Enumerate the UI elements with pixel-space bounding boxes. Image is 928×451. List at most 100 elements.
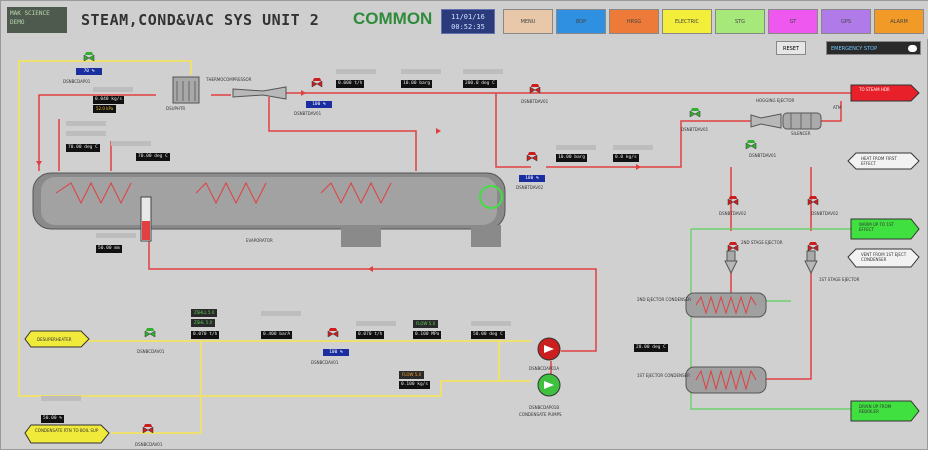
offpage-warmup-first-effect[interactable]: WARM UP TO 1ST EFFECT xyxy=(859,222,894,232)
tag-placeholder xyxy=(336,69,376,74)
silencer-label: SILENCER xyxy=(791,131,811,136)
valve-bottom-tag: DSNBCDAV01 xyxy=(135,442,163,447)
desuper-flow-reading: 0.040 kg/s xyxy=(93,96,125,104)
cond-flow2-reading: 0.070 t/h xyxy=(356,331,385,339)
condensate-return-lines xyxy=(18,60,531,434)
brand-logo: MAK SCIENCE DEMO xyxy=(7,7,67,33)
emergency-stop-button[interactable]: EMERGENCY STOP xyxy=(826,41,921,55)
valve-thermo-percent: 100 % xyxy=(306,101,332,108)
hogging-ejector-label: HOGGING EJECTOR xyxy=(756,98,795,103)
tag-placeholder xyxy=(356,321,396,326)
brand-line1: MAK SCIENCE xyxy=(10,10,50,17)
tag-placeholder xyxy=(111,141,151,146)
offpage-drain-to-sump[interactable]: DRAIN UP FROM REBOILER xyxy=(859,404,892,414)
evaporator-label: EVAPORATOR xyxy=(246,238,273,243)
desuperheater-label: DSUPHTR xyxy=(166,106,186,111)
desuperheater xyxy=(172,76,200,104)
valve-mid-tag: DSNBTDAV02 xyxy=(516,185,544,190)
flag-low1: ZSHLL 5.0 xyxy=(191,309,218,317)
valve-top-left-icon[interactable] xyxy=(83,49,95,62)
pump-b-tag: DSNBCDAP01B xyxy=(529,405,560,410)
header-bar: MAK SCIENCE DEMO STEAM,COND&VAC SYS UNIT… xyxy=(1,1,928,39)
common-label: COMMON xyxy=(353,9,433,28)
reset-button[interactable]: RESET xyxy=(776,41,806,55)
thermocompressor xyxy=(232,86,287,100)
tag-placeholder xyxy=(463,69,503,74)
first-ejector-condenser-label: 1ST EJECTOR CONDENSER xyxy=(637,373,690,378)
tag-placeholder xyxy=(556,145,596,150)
offpage-to-steam-header[interactable]: TO STEAM HDR xyxy=(859,87,890,92)
pump-flow-reading: 0.100 kg/s xyxy=(399,381,431,389)
page-title: STEAM,COND&VAC SYS UNIT 2 xyxy=(81,11,320,29)
cooling-water-lines xyxy=(690,228,851,410)
toggle-switch-icon[interactable] xyxy=(908,45,917,52)
valve-cond-mid-icon[interactable] xyxy=(327,325,339,338)
evap-temp2-reading: 70.00 deg C xyxy=(136,153,170,161)
valve-2nd-b-icon[interactable] xyxy=(807,193,819,206)
flag-low2: ZSHL 5.0 xyxy=(191,319,216,327)
first-stage-ejector-label: 1ST STAGE EJECTOR xyxy=(819,277,860,282)
offpage-vent-ejector-condenser[interactable]: VENT FROM 1ST EJECT CONDENSER xyxy=(861,252,907,262)
valve-mid-steam-percent: 100 % xyxy=(519,175,545,182)
flow-arrows xyxy=(36,90,641,272)
valve-mid-icon[interactable] xyxy=(526,149,538,162)
pump-a-tag: DSNBCDAP01A xyxy=(529,366,560,371)
nav-button-electric[interactable]: ELECTRIC xyxy=(662,9,712,34)
bottom-pct-reading: 50.00 % xyxy=(41,415,64,423)
cond-flow-reading: 0.070 t/h xyxy=(191,331,220,339)
emergency-stop-label: EMERGENCY STOP xyxy=(831,46,878,52)
thermo-temp-reading: 200.0 deg C xyxy=(463,80,497,88)
steam-lines xyxy=(38,92,851,381)
valve-cond-left-tag: DSNBCDAV01 xyxy=(137,349,165,354)
evap-temp1-reading: 70.00 deg C xyxy=(66,144,100,152)
thermo-press-reading: 10.00 barg xyxy=(401,80,433,88)
stage-ejectors xyxy=(724,250,818,275)
offpage-to-desuperheater[interactable]: DESUPERHEATER xyxy=(37,337,72,342)
flag-flow2: FLOW 5.0 xyxy=(399,371,425,379)
flag-flow1: FLOW 5.0 xyxy=(413,320,439,328)
valve-hog2-icon[interactable] xyxy=(745,137,757,150)
tag-placeholder xyxy=(261,311,301,316)
offpage-condensate-return[interactable]: CONDENSATE RTN TO BOIL SUP xyxy=(35,428,99,433)
nav-button-menu[interactable]: MENU xyxy=(503,9,553,34)
nav-button-gps[interactable]: GPS xyxy=(821,9,871,34)
date-time-display: 11/01/16 00:52:35 xyxy=(441,9,495,34)
condensate-pumps xyxy=(537,337,561,397)
cond-press-reading: 0.400 barA xyxy=(261,331,293,339)
valve-thermo-tag: DSNBTDAV01 xyxy=(294,111,322,116)
cond-temp-reading: 20.00 deg C xyxy=(634,344,668,352)
valve-hog-tag: DSNBTDAV01 xyxy=(681,127,709,132)
pump-press-reading: 0.100 MPa xyxy=(413,331,442,339)
mid-flow-reading: 0.0 kg/s xyxy=(613,154,639,162)
valve-stage-a-icon[interactable] xyxy=(727,239,739,252)
valve-top-left-percent: 70 % xyxy=(76,68,102,75)
valve-stage-b-icon[interactable] xyxy=(807,239,819,252)
hogging-ejector xyxy=(750,112,822,130)
valve-hog-icon[interactable] xyxy=(689,105,701,118)
valve-cond-mid-tag: DSNBCDAV01 xyxy=(311,360,339,365)
date-text: 11/01/16 xyxy=(451,13,485,21)
thermocompressor-label: THERMOCOMPRESSOR xyxy=(206,77,252,82)
evaporator-vessel xyxy=(32,172,506,247)
time-text: 00:52:35 xyxy=(451,23,485,31)
nav-button-stg[interactable]: STG xyxy=(715,9,765,34)
valve-thermo-icon[interactable] xyxy=(311,75,323,88)
valve-steam-right-icon[interactable] xyxy=(529,81,541,94)
valve-2nd-a-tag: DSNBTDAV02 xyxy=(719,211,747,216)
offpage-heat-first-effect[interactable]: HEAT FROM FIRST EFFECT xyxy=(861,156,897,166)
nav-button-gt[interactable]: GT xyxy=(768,9,818,34)
tag-placeholder xyxy=(471,321,511,326)
thermo-flow-reading: 0.000 t/h xyxy=(336,80,365,88)
valve-bottom-icon[interactable] xyxy=(142,421,154,434)
valve-top-left-tag: DSNBCDAP01 xyxy=(63,79,91,84)
tag-placeholder xyxy=(66,121,106,126)
level-reading: 50.00 mm xyxy=(96,245,122,253)
valve-2nd-a-icon[interactable] xyxy=(727,193,739,206)
nav-button-bop[interactable]: BOP xyxy=(556,9,606,34)
nav-button-alarm[interactable]: ALARM xyxy=(874,9,924,34)
valve-cond-left-icon[interactable] xyxy=(144,325,156,338)
valve-cond-mid-percent: 100 % xyxy=(323,349,349,356)
nav-button-hrsg[interactable]: HRSG xyxy=(609,9,659,34)
